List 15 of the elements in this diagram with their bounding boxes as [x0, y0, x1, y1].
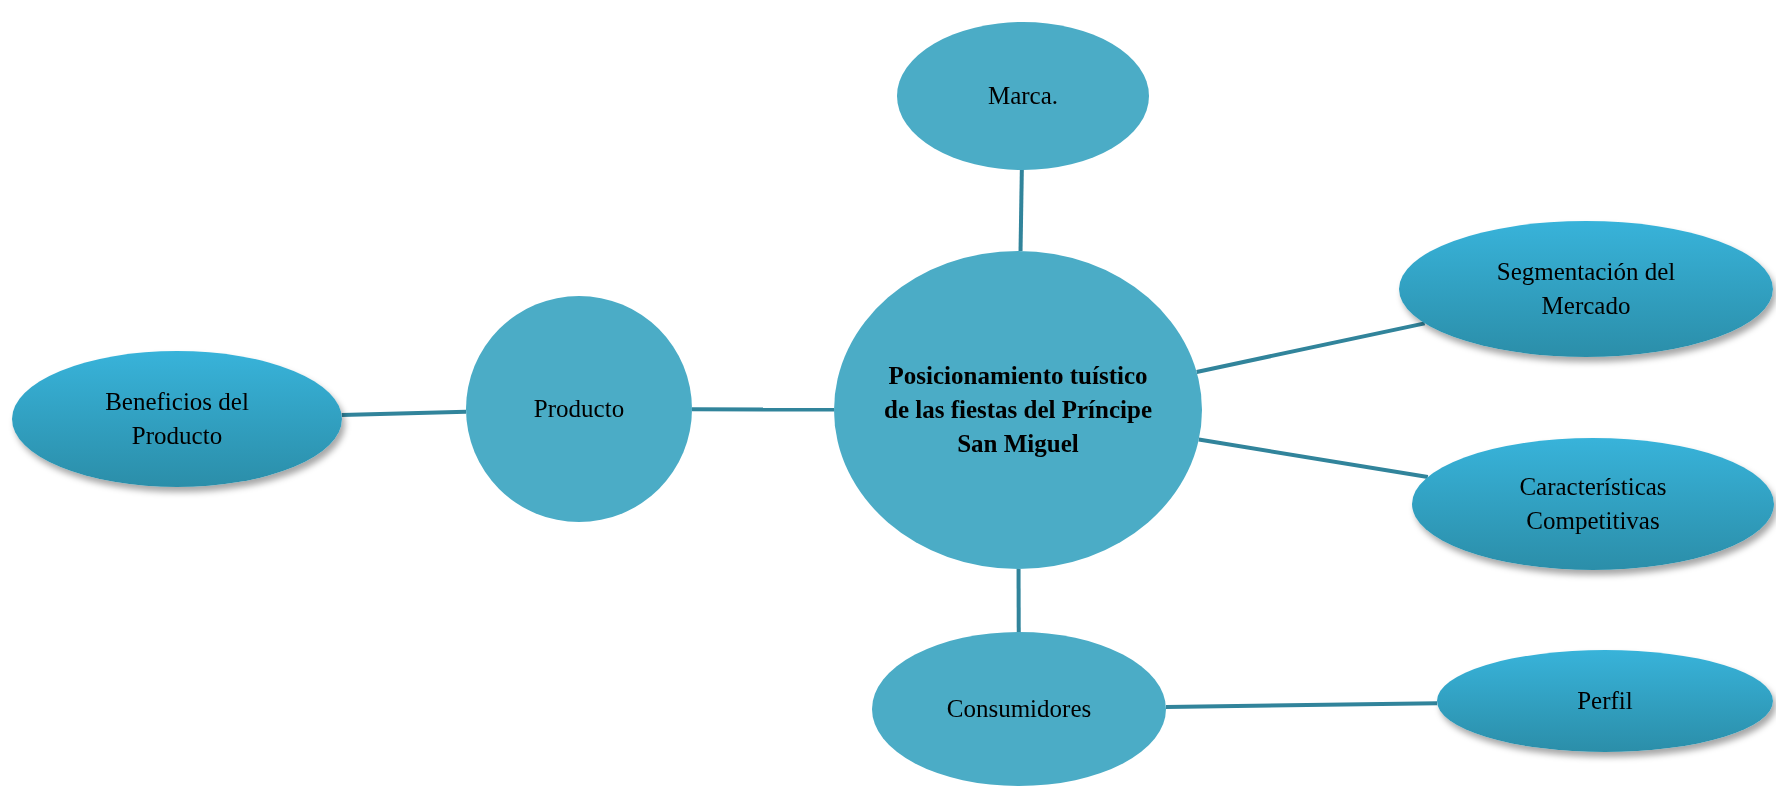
- node-label: Consumidores: [946, 694, 1092, 725]
- node-label: Posicionamiento tuístico de las fiestas del Príncipe San Miguel: [883, 361, 1153, 459]
- node-label: Características Competitivas: [1518, 472, 1668, 536]
- connector-line: [1016, 569, 1021, 632]
- node-label: Marca.: [987, 81, 1059, 112]
- connector-line: [1198, 437, 1429, 479]
- node-label: Beneficios del Producto: [104, 387, 250, 451]
- node-label: Producto: [533, 394, 625, 425]
- node-label: Segmentación del Mercado: [1495, 257, 1677, 321]
- connector-line: [1165, 701, 1438, 709]
- connector-line: [1196, 321, 1426, 374]
- connector-line: [1018, 169, 1024, 252]
- connector-line: [692, 407, 834, 412]
- node-label: Perfil: [1577, 686, 1633, 717]
- connector-line: [341, 409, 467, 417]
